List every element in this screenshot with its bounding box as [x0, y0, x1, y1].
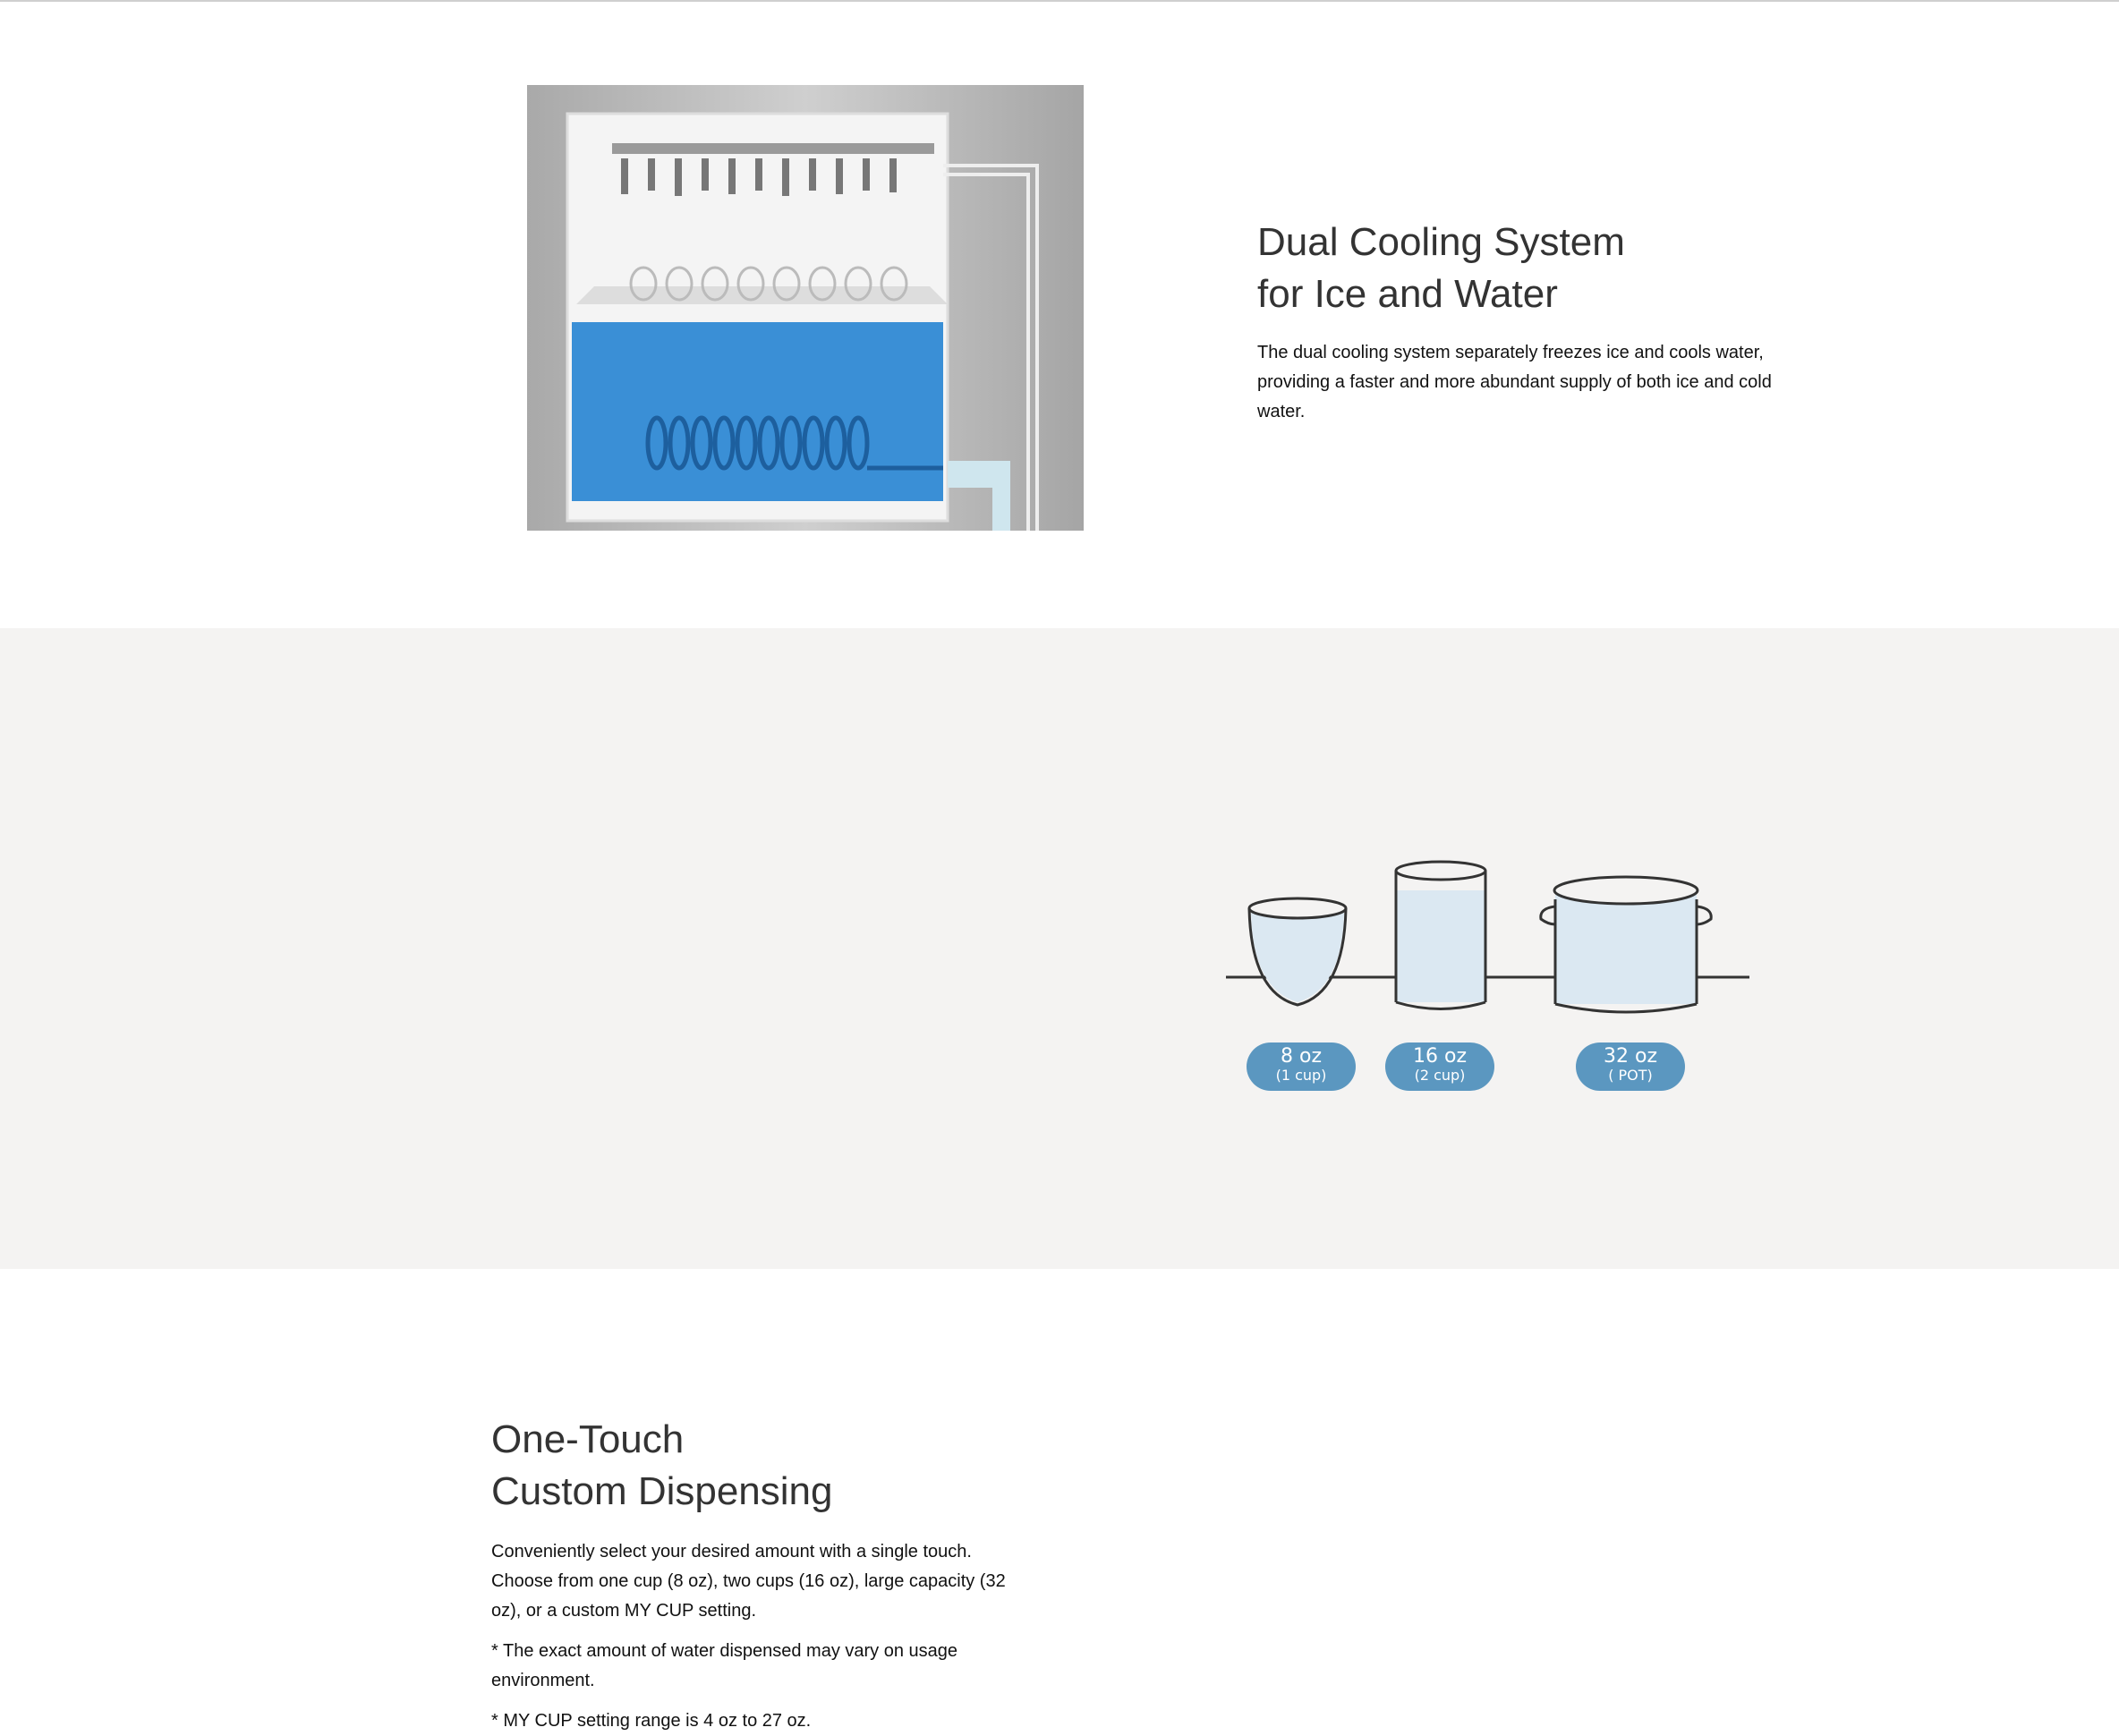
- note-text: * MY CUP setting range is 4 oz to 27 oz.: [491, 1711, 812, 1731]
- dual-cooling-text: Dual Cooling System for Ice and Water The…: [1257, 217, 1794, 427]
- badge-label: ( POT): [1608, 1067, 1653, 1084]
- dual-cooling-diagram: [527, 85, 1084, 531]
- size-32oz-badge: 32 oz( POT): [1576, 1042, 1685, 1091]
- title-line: One-Touch: [491, 1417, 685, 1461]
- badge-amount: 8 oz: [1281, 1045, 1322, 1068]
- cup-sizes-illustration: [1226, 860, 1749, 1014]
- section-title: Dual Cooling System for Ice and Water: [1257, 217, 1794, 320]
- top-divider: [0, 0, 2119, 2]
- badge-label: (2 cup): [1414, 1067, 1466, 1084]
- badge-label: (1 cup): [1275, 1067, 1327, 1084]
- title-line: for Ice and Water: [1257, 272, 1558, 316]
- size-16oz-badge: 16 oz(2 cup): [1385, 1042, 1494, 1091]
- badge-amount: 32 oz: [1604, 1045, 1657, 1068]
- size-8oz-badge: 8 oz(1 cup): [1247, 1042, 1356, 1091]
- note-text: * The exact amount of water dispensed ma…: [491, 1641, 958, 1690]
- section-body: The dual cooling system separately freez…: [1257, 343, 1772, 421]
- badge-amount: 16 oz: [1413, 1045, 1467, 1068]
- dual-cooling-section: Dual Cooling System for Ice and Water The…: [0, 2, 2119, 628]
- title-line: Dual Cooling System: [1257, 220, 1625, 264]
- title-line: Custom Dispensing: [491, 1469, 833, 1513]
- section-body: Conveniently select your desired amount …: [491, 1542, 1006, 1621]
